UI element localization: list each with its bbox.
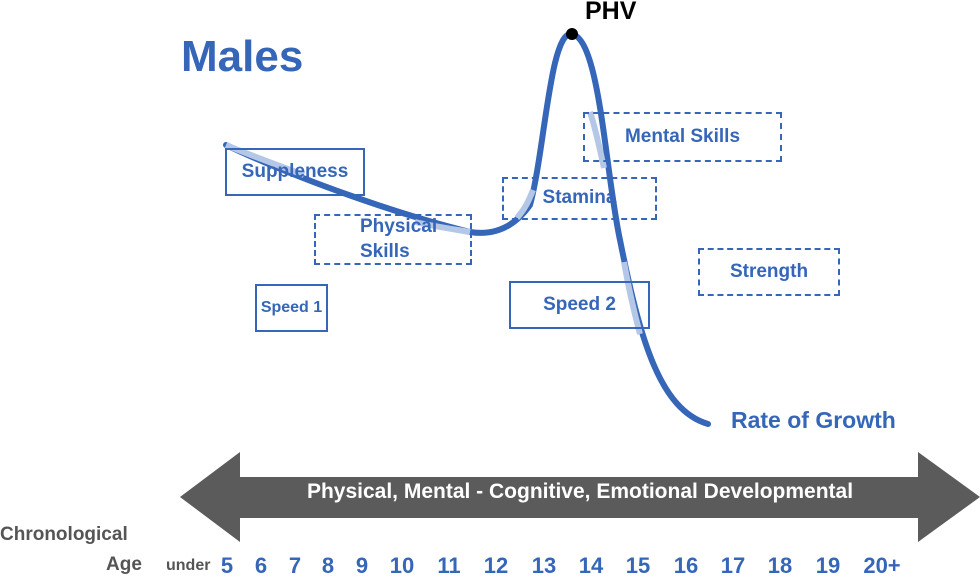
age-tick: 17 (720, 553, 746, 578)
age-tick: 18 (767, 553, 793, 578)
physical-skills-label-line2: Skills (360, 240, 410, 262)
age-tick: 7 (288, 553, 302, 578)
speed2-box: Speed 2 (509, 281, 650, 329)
phv-label: PHV (585, 0, 637, 25)
age-tick: 6 (254, 553, 268, 578)
strength-label: Strength (729, 260, 809, 282)
stamina-box: Stamina (502, 177, 657, 220)
age-tick: 19 (815, 553, 841, 578)
suppleness-box: Suppleness (225, 148, 365, 196)
age-tick: 14 (578, 553, 604, 578)
development-arrow-label: Physical, Mental - Cognitive, Emotional … (306, 480, 854, 503)
age-tick: 9 (355, 553, 369, 578)
mental-skills-label: Mental Skills (624, 125, 741, 147)
diagram-title: Males (181, 32, 304, 81)
age-tick: 13 (531, 553, 557, 578)
age-tick: 10 (389, 553, 415, 578)
age-tick: 5 (220, 553, 234, 578)
age-tick: 20+ (863, 553, 901, 578)
age-tick: 11 (437, 553, 461, 578)
physical-skills-box: Physical Skills (314, 214, 472, 265)
strength-box: Strength (698, 248, 840, 296)
age-tick: 16 (673, 553, 699, 578)
mental-skills-box: Mental Skills (583, 112, 782, 162)
age-prefix-under: under (166, 557, 211, 574)
development-arrow (180, 452, 980, 542)
age-tick: 15 (625, 553, 651, 578)
chronological-label: Chronological (0, 524, 128, 545)
speed2-label: Speed 2 (543, 293, 616, 315)
age-tick: 8 (321, 553, 335, 578)
stamina-label: Stamina (542, 187, 617, 209)
curve-highlight-physical-skills (414, 219, 471, 235)
curve-highlight-stamina (514, 188, 536, 220)
age-tick: 12 (483, 553, 509, 578)
phv-peak-dot (566, 28, 578, 40)
age-label: Age (106, 554, 142, 575)
rate-of-growth-label: Rate of Growth (731, 407, 896, 433)
speed1-label: Speed 1 (260, 298, 323, 316)
physical-skills-label-line1: Physical (360, 215, 438, 237)
curve-highlight-mental-skills (587, 111, 607, 169)
suppleness-label: Suppleness (241, 160, 349, 182)
speed1-box: Speed 1 (255, 284, 328, 332)
